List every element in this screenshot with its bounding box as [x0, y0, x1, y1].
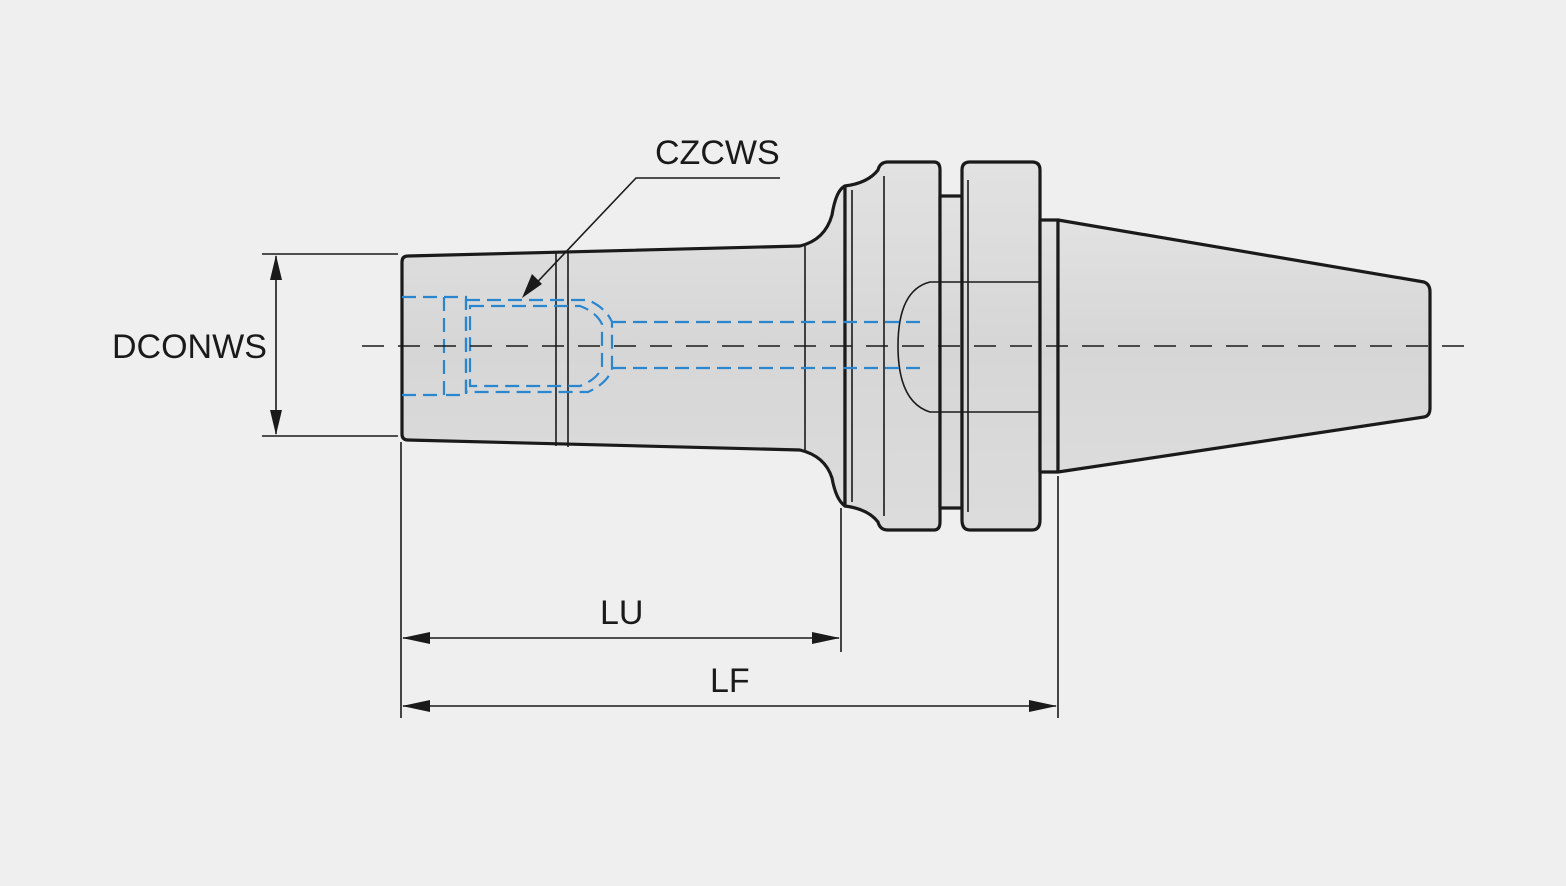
- flange-groove: [938, 194, 964, 510]
- bore-inner: [468, 304, 604, 388]
- drive-slot: [897, 281, 1040, 413]
- czcws-label: CZCWS: [655, 134, 780, 172]
- flange-ring-2: [960, 160, 1042, 532]
- bore-collet: [464, 298, 614, 394]
- dconws-dimension: DCONWS: [112, 253, 398, 437]
- lf-arrow-left: [402, 700, 430, 712]
- czcws-leader: CZCWS: [522, 134, 780, 298]
- lu-arrow-left: [402, 632, 430, 644]
- dconws-arrow-bottom: [270, 410, 282, 435]
- czcws-arrow: [522, 274, 542, 298]
- dconws-label: DCONWS: [112, 328, 267, 366]
- lu-label: LU: [600, 594, 643, 632]
- dconws-arrow-top: [270, 255, 282, 280]
- lu-arrow-right: [812, 632, 840, 644]
- lf-dimension: LF: [402, 476, 1059, 718]
- lf-label: LF: [710, 662, 750, 700]
- lf-arrow-right: [1029, 700, 1057, 712]
- flange-ring-1: [843, 160, 942, 532]
- lu-dimension: LU: [400, 442, 842, 718]
- hidden-bore: [402, 295, 920, 397]
- czcws-leader-line: [525, 177, 780, 295]
